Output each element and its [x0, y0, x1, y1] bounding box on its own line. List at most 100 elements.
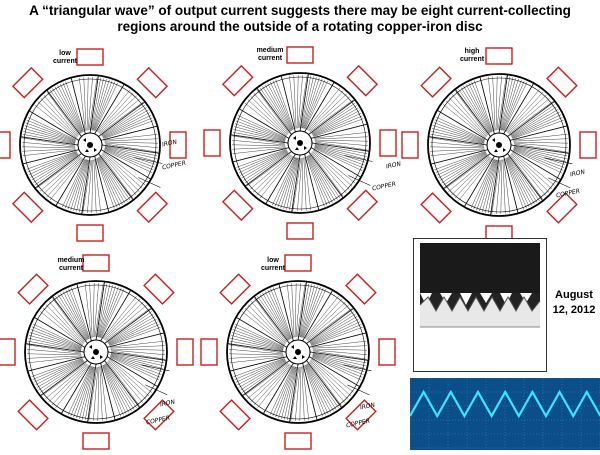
- disc-2-label-line-1: medium: [256, 47, 284, 54]
- disc-1-drawing: [0, 48, 187, 242]
- current-collector-box: [345, 273, 377, 305]
- current-collector-box: [0, 338, 16, 366]
- disc-rim: [24, 280, 168, 424]
- rotation-arrows-icon: [293, 136, 307, 150]
- disc-4-current-label: medium current: [46, 257, 96, 273]
- iron-leader-line: [141, 364, 170, 372]
- disc-rim: [427, 73, 571, 217]
- disc-sector: [24, 343, 86, 372]
- disc-5-label-line-1: low: [267, 257, 279, 264]
- disc-body: [427, 73, 571, 217]
- disc-body: [19, 74, 161, 216]
- current-collector-box: [420, 192, 452, 224]
- current-collector-box: [284, 254, 312, 272]
- disc-sector: [304, 150, 344, 211]
- current-collector-box: [346, 64, 379, 97]
- disc-1: low current IRON COPPER: [0, 40, 187, 242]
- disc-5-current-label: low current: [248, 257, 298, 273]
- disc-edge-photo: [413, 238, 547, 372]
- current-collector-box: [420, 66, 452, 98]
- disc-sector: [289, 362, 318, 424]
- current-collector-box: [203, 129, 221, 157]
- disc-sector: [509, 144, 570, 181]
- current-collector-box: [221, 189, 254, 222]
- disc-2-current-label: medium current: [245, 47, 295, 63]
- disc-5-label-line-2: current: [260, 265, 286, 272]
- disc-2-drawing: [203, 46, 397, 240]
- date-label: August 12, 2012: [548, 288, 600, 318]
- disc-sector: [463, 155, 500, 216]
- disc-sector: [95, 281, 132, 342]
- current-collector-box: [286, 222, 314, 240]
- disc-3-current-label: high current: [447, 48, 497, 64]
- disc-edge-photo-image: [414, 239, 546, 371]
- disc-3-label-line-2: current: [459, 56, 485, 63]
- iron-leader-line: [134, 157, 163, 164]
- disc-5-drawing: [200, 254, 396, 450]
- current-collector-box: [546, 66, 578, 98]
- disc-rim: [226, 280, 370, 424]
- current-collector-box: [219, 273, 251, 305]
- disc-2-label-line-2: current: [257, 55, 283, 62]
- figure-title: A “triangular wave” of output current su…: [0, 3, 600, 35]
- current-collector-box: [200, 338, 218, 366]
- current-collector-box: [546, 192, 578, 224]
- disc-sector: [106, 351, 167, 388]
- current-collector-box: [17, 399, 49, 431]
- current-collector-box: [17, 273, 49, 305]
- copper-leader-line: [348, 175, 371, 186]
- current-collector-box: [579, 131, 597, 159]
- disc-4-label-line-1: medium: [57, 257, 85, 264]
- disc-sector: [430, 149, 492, 190]
- current-collector-box: [136, 191, 169, 224]
- copper-leader-line: [347, 384, 370, 396]
- current-collector-box: [76, 224, 104, 242]
- disc-3-drawing: [401, 47, 597, 243]
- current-collector-box: [11, 66, 44, 99]
- disc-body: [229, 72, 371, 214]
- current-collector-box: [345, 399, 377, 431]
- disc-body: [226, 280, 370, 424]
- rotation-arrows-icon: [291, 345, 305, 359]
- current-collector-box: [76, 48, 104, 66]
- disc-1-label-line-1: low: [59, 50, 71, 57]
- disc-1-current-label: low current: [40, 50, 90, 66]
- disc-3: high current IRON COPPER: [400, 40, 600, 243]
- current-collector-box: [284, 432, 312, 450]
- disc-1-copper-label: COPPER: [161, 159, 187, 172]
- current-collector-box: [136, 66, 169, 99]
- oscilloscope-screen: [409, 377, 600, 450]
- current-collector-box: [286, 46, 314, 64]
- disc-rim: [229, 72, 371, 214]
- current-collector-box: [143, 273, 175, 305]
- title-line-1: A “triangular wave” of output current su…: [29, 3, 571, 18]
- current-collector-box: [219, 399, 251, 431]
- disc-2: medium current IRON COPPER: [203, 40, 402, 240]
- disc-rim: [19, 74, 161, 216]
- disc-4: medium current IRON COPPER: [0, 245, 200, 450]
- current-collector-box: [485, 47, 513, 65]
- rotation-arrows-icon: [89, 345, 103, 359]
- disc-1-label-line-2: current: [52, 58, 78, 65]
- disc-5: low current IRON COPPER: [200, 245, 405, 450]
- rotation-arrows-icon: [492, 138, 506, 152]
- rotation-arrows-icon: [83, 138, 97, 152]
- current-collector-box: [401, 131, 419, 159]
- current-collector-box: [82, 254, 110, 272]
- oscilloscope-trace: [409, 377, 600, 450]
- date-line-2: 12, 2012: [552, 304, 596, 316]
- current-collector-box: [169, 131, 187, 159]
- current-collector-box: [143, 399, 175, 431]
- date-line-1: August: [555, 289, 593, 301]
- current-collector-box: [176, 338, 194, 366]
- iron-leader-line: [343, 364, 372, 372]
- disc-sector: [103, 307, 165, 348]
- triangular-wave-trace: [409, 389, 600, 419]
- disc-3-label-line-1: high: [464, 48, 480, 55]
- disc-4-drawing: [0, 254, 194, 450]
- disc-sector: [97, 101, 158, 141]
- current-collector-box: [378, 338, 396, 366]
- current-collector-box: [379, 129, 397, 157]
- current-collector-box: [346, 189, 379, 222]
- current-collector-box: [221, 64, 254, 97]
